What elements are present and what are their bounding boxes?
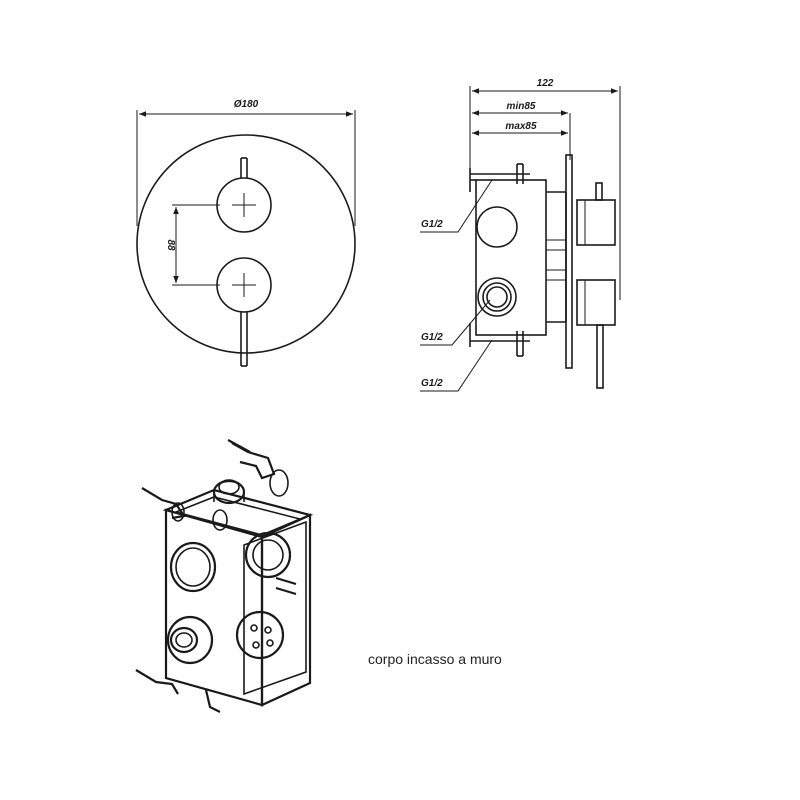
iso-side-port bbox=[244, 531, 292, 579]
cover-plate bbox=[136, 134, 356, 354]
iso-lug-top-left bbox=[171, 502, 185, 522]
upper-lever-side bbox=[595, 182, 603, 201]
iso-lug-top-center bbox=[212, 509, 228, 531]
thread-leader-middle bbox=[420, 299, 491, 346]
min-label: min85 bbox=[507, 101, 536, 112]
port-middle-outer bbox=[477, 277, 517, 317]
side-view: 122 min85 max85 bbox=[420, 78, 621, 392]
depth-label: 122 bbox=[537, 78, 554, 89]
iso-port-lower bbox=[166, 615, 214, 665]
iso-lug-top-right bbox=[269, 469, 289, 497]
thread-label-top: G1/2 bbox=[421, 219, 443, 230]
lower-handle-side bbox=[576, 279, 616, 326]
thread-leader-top bbox=[420, 179, 493, 233]
iso-caption: corpo incasso a muro bbox=[368, 651, 502, 667]
thread-label-bottom: G1/2 bbox=[421, 378, 443, 389]
front-view: Ø180 88 bbox=[136, 99, 356, 367]
thread-leader-bottom bbox=[420, 339, 493, 392]
iso-cavity bbox=[243, 520, 307, 696]
iso-screw-bottom-left bbox=[135, 669, 179, 695]
port-middle-inner bbox=[482, 282, 512, 312]
upper-handle-side bbox=[576, 199, 616, 246]
iso-cartridge bbox=[235, 610, 285, 660]
port-upper bbox=[476, 206, 518, 248]
iso-lug-bottom bbox=[204, 689, 221, 713]
lower-lever-side bbox=[596, 324, 604, 389]
thread-label-middle: G1/2 bbox=[421, 332, 443, 343]
iso-cartridge-stem bbox=[275, 576, 297, 586]
iso-body-front bbox=[164, 508, 264, 707]
diameter-label: Ø180 bbox=[234, 99, 259, 110]
cover-plate-side bbox=[565, 154, 573, 369]
iso-screw-top-right bbox=[231, 442, 276, 480]
iso-port-upper bbox=[169, 541, 217, 593]
iso-port-lower-nut bbox=[169, 626, 199, 654]
max-label: max85 bbox=[505, 121, 537, 132]
spacing-label: 88 bbox=[165, 239, 176, 251]
valve-body bbox=[475, 179, 547, 336]
isometric-view bbox=[135, 439, 314, 713]
